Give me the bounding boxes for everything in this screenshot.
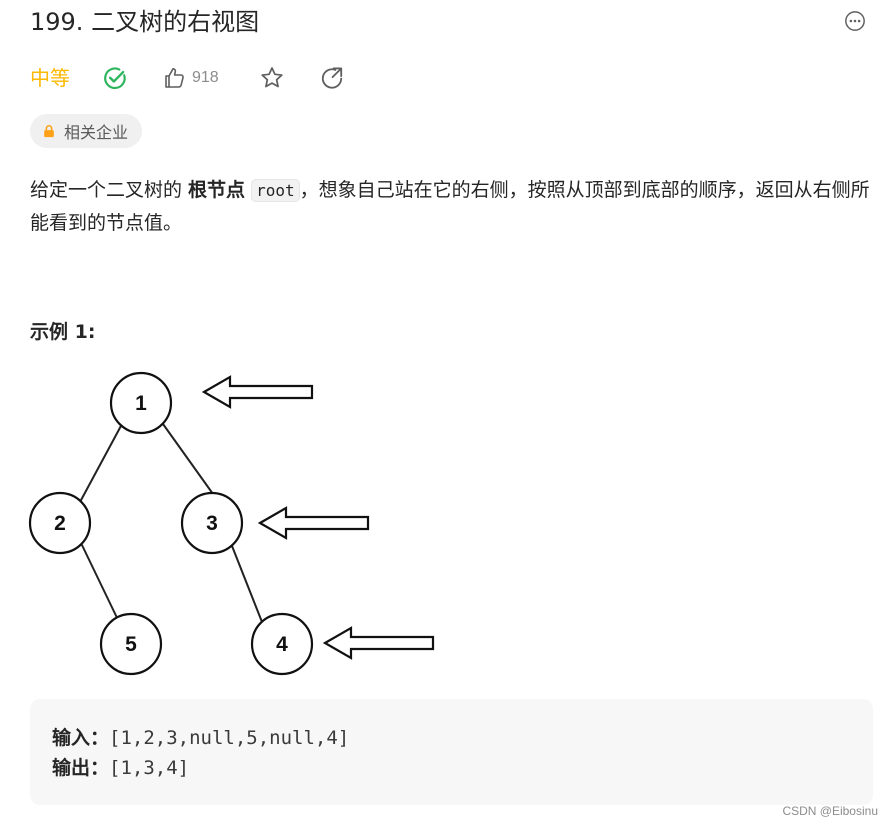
example-output-line: 输出：[1,3,4] [52, 753, 189, 783]
description-code: root [251, 179, 300, 202]
like-count: 918 [192, 69, 219, 86]
input-value: [1,2,3,null,5,null,4] [109, 727, 350, 749]
output-value: [1,3,4] [109, 757, 190, 779]
tree-node-3-label: 3 [206, 512, 218, 535]
output-label: 输出： [52, 757, 110, 779]
company-tag-button[interactable]: 相关企业 [30, 114, 143, 148]
difficulty-badge: 中等 [30, 66, 70, 90]
example-title: 示例 1: [30, 321, 96, 343]
like-button[interactable]: 918 [162, 64, 219, 92]
example-io-box: 输入：[1,2,3,null,5,null,4] 输出：[1,3,4] [30, 699, 873, 805]
problem-description: 给定一个二叉树的 根节点 root，想象自己站在它的右侧，按照从顶部到底部的顺序… [30, 174, 875, 239]
lock-icon [44, 125, 54, 138]
binary-tree-diagram: 1 2 3 5 4 [28, 371, 435, 676]
tree-node-2 [28, 491, 92, 555]
tree-node-4 [250, 612, 314, 676]
watermark: CSDN @Eibosinu [782, 804, 878, 818]
description-text-rest: ，想象自己站在它的右侧，按照从顶部到底部的顺序，返回从右侧所能看到的节点值。 [30, 179, 870, 234]
edge-3-4 [231, 545, 263, 623]
company-tag-label: 相关企业 [64, 123, 129, 142]
title-row: 199. 二叉树的右视图 [30, 4, 870, 40]
tree-node-4-label: 4 [276, 633, 288, 656]
share-arrow-icon[interactable] [319, 65, 345, 91]
tree-node-1-label: 1 [135, 392, 147, 415]
meta-row: 中等 918 [30, 60, 430, 96]
problem-title: 199. 二叉树的右视图 [30, 8, 260, 36]
example-input-line: 输入：[1,2,3,null,5,null,4] [52, 723, 349, 753]
tree-node-2-label: 2 [54, 512, 66, 535]
more-horizontal-icon[interactable] [844, 10, 866, 32]
thumbs-up-icon [165, 68, 184, 88]
check-circle-icon [104, 67, 126, 90]
edge-1-2 [79, 423, 123, 503]
arrow-level-1 [201, 375, 314, 409]
input-label: 输入： [52, 727, 110, 749]
arrow-level-3 [322, 626, 435, 660]
tree-node-5-label: 5 [125, 633, 137, 656]
arrow-level-2 [257, 506, 370, 540]
tree-node-5 [99, 612, 163, 676]
description-strong: 根节点 [188, 179, 246, 201]
description-text: 给定一个二叉树的 [30, 179, 189, 201]
star-icon[interactable] [259, 65, 285, 91]
edge-2-5 [80, 542, 121, 625]
tree-node-3 [180, 491, 244, 555]
edge-1-3 [162, 423, 214, 495]
tree-node-1 [109, 371, 173, 435]
